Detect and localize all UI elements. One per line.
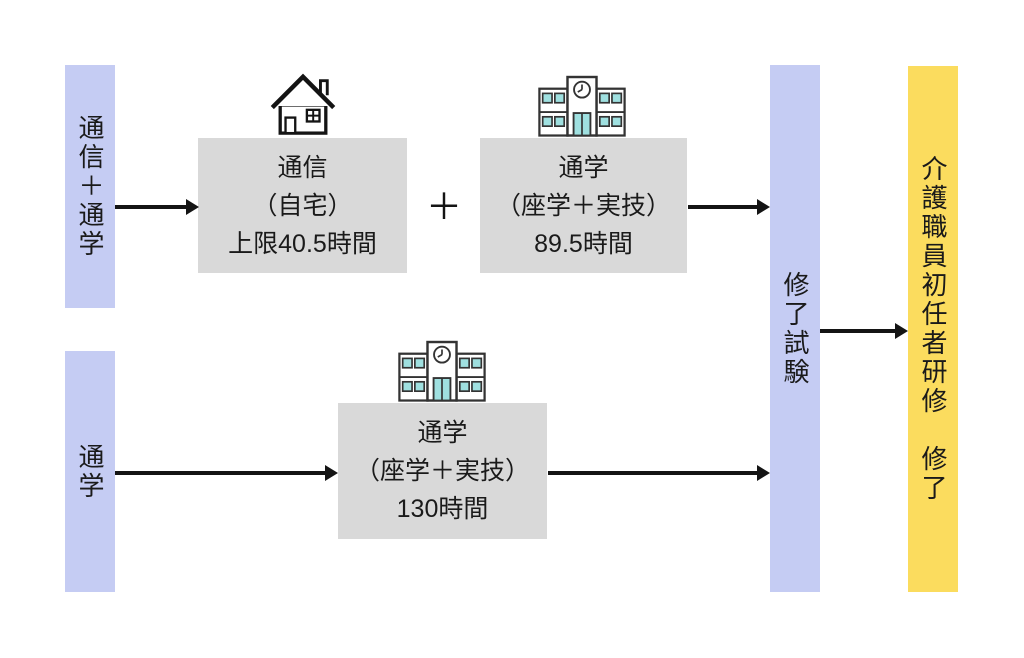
house-icon [270, 73, 336, 135]
course-box-correspondence: 通信 （自宅） 上限40.5時間 [198, 138, 407, 273]
course-box-school-130: 通学 （座学＋実技） 130時間 [338, 403, 547, 539]
arrow-head-icon [757, 199, 770, 215]
course-box-line: 130時間 [396, 495, 489, 523]
exam-bar: 修了試験 [770, 65, 820, 592]
school-icon [398, 340, 486, 402]
course-box-line: 通学 [558, 153, 609, 182]
arrow-school130-to-exam [548, 465, 770, 481]
exam-bar-label: 修了試験 [780, 270, 810, 387]
arrow-route2-to-school130-box [115, 465, 338, 481]
course-box-line: 上限40.5時間 [228, 229, 377, 258]
course-box-line: （座学＋実技） [354, 457, 530, 485]
arrow-head-icon [895, 323, 908, 339]
route-bar-correspondence-plus-school: 通信＋通学 [65, 65, 115, 308]
school-icon [538, 75, 626, 137]
arrow-head-icon [325, 465, 338, 481]
course-box-line: 通信 [277, 153, 328, 182]
completion-bar: 介護職員初任者研修 修了 [908, 66, 958, 592]
route-bar-label: 通信＋通学 [75, 114, 105, 259]
course-box-line: 89.5時間 [534, 229, 633, 258]
route-bar-label: 通学 [75, 442, 105, 501]
route-bar-school-only: 通学 [65, 351, 115, 592]
arrow-school89-to-exam [688, 199, 770, 215]
course-box-line: （自宅） [252, 191, 353, 220]
arrow-shaft [548, 471, 757, 475]
course-box-line: 通学 [417, 419, 468, 447]
arrow-shaft [115, 471, 325, 475]
arrow-shaft [115, 205, 186, 209]
arrow-shaft [688, 205, 757, 209]
course-box-line: （座学＋実技） [495, 191, 671, 220]
arrow-shaft [820, 329, 895, 333]
arrow-route1-to-correspondence-box [115, 199, 199, 215]
course-box-school-89: 通学 （座学＋実技） 89.5時間 [480, 138, 687, 273]
plus-sign: ＋ [425, 186, 462, 227]
completion-bar-label: 介護職員初任者研修 修了 [918, 155, 948, 503]
arrow-head-icon [757, 465, 770, 481]
arrow-exam-to-completion [820, 323, 908, 339]
arrow-head-icon [186, 199, 199, 215]
